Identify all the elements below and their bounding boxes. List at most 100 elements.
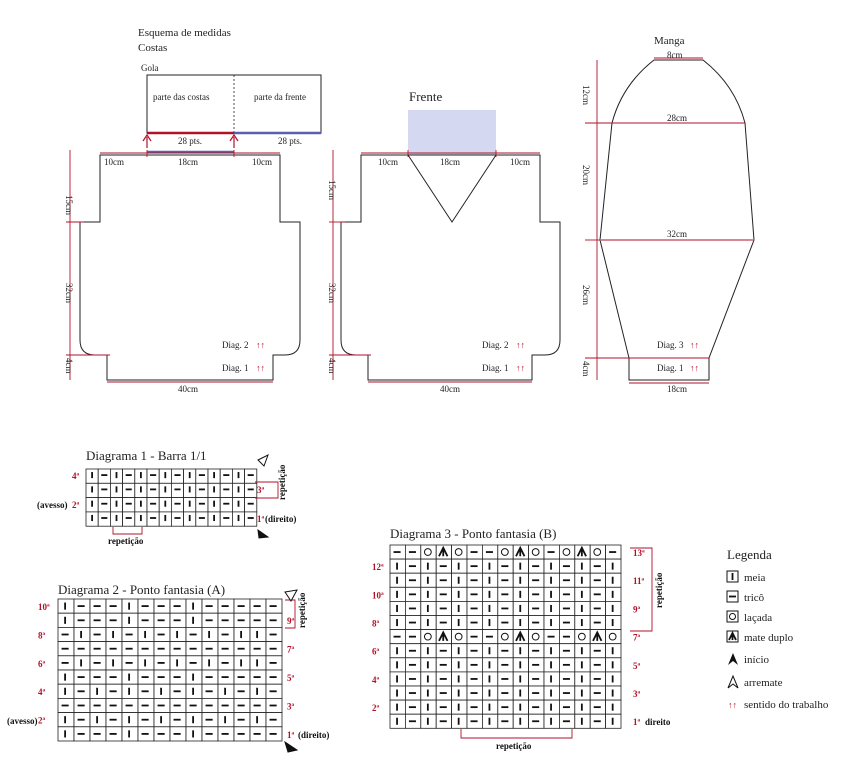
sleeve-height-4: 4cm (581, 361, 591, 377)
back-diag1-label: Diag. 1 ↑↑ (222, 363, 265, 373)
diagram1-row-label: 4ª (72, 471, 80, 481)
yarn-over-icon (454, 632, 463, 641)
double-decrease-icon (438, 630, 449, 642)
front-width-measure: 40cm (440, 384, 460, 394)
front-height-top: 15cm (327, 180, 337, 200)
work-direction-icon: ↑↑ (690, 340, 699, 350)
collar-front-part-label: parte da frente (254, 92, 306, 102)
stitch-cell (195, 497, 209, 513)
start-arrow-icon (728, 653, 738, 665)
diagram2-row-label: 9ª (287, 616, 295, 626)
knit-stitch-icon (726, 570, 739, 583)
work-direction-icon: ↑↑ (516, 340, 525, 350)
diagram2-grid (57, 598, 283, 742)
stitch-cell (451, 629, 468, 645)
stitch-cell (195, 511, 209, 527)
diagram3-row-label: 4ª (372, 675, 380, 685)
start-arrow-icon (284, 740, 299, 753)
stitch-cell (170, 482, 184, 498)
diagram1-wrong-side-label: (avesso) (37, 500, 68, 510)
svg-text:Diag. 1: Diag. 1 (482, 363, 509, 373)
diagram3-row-label: 3ª (633, 689, 641, 699)
back-height-bottom: 4cm (64, 358, 74, 374)
stitch-cell (146, 482, 160, 498)
double-decrease-icon (592, 630, 603, 642)
diagram3-row-label: 8ª (372, 619, 380, 629)
finish-arrow-icon (284, 589, 298, 602)
back-height-top: 15cm (64, 195, 74, 215)
stitch-cell (146, 497, 160, 513)
legend: Legenda meia tricô laçada mate duplo iní… (726, 547, 829, 711)
svg-text:Diag. 2: Diag. 2 (482, 340, 509, 350)
collar-stitches-left: 28 pts. (178, 136, 202, 146)
diagram3-title: Diagrama 3 - Ponto fantasia (B) (390, 526, 556, 541)
collar-back-part-label: parte das costas (153, 92, 210, 102)
stitch-cell (574, 629, 591, 645)
svg-text:Diag. 3: Diag. 3 (657, 340, 684, 350)
diagram2-repeat-vertical: repetição (297, 592, 307, 628)
diagram1-row-labels: 4ª 3ª 2ª 1ª (72, 471, 265, 524)
front-top-mid-measure: 18cm (440, 157, 460, 167)
diagram1-row-label: 1ª (257, 514, 265, 524)
stitch-cell (97, 511, 111, 527)
yarn-over-icon (500, 632, 509, 641)
diagram1-repeat-horizontal: repetição (108, 536, 144, 546)
diagram3-grid (389, 544, 622, 729)
stitch-cell (195, 482, 209, 498)
stitch-cell (528, 629, 545, 645)
stitch-cell (122, 497, 136, 513)
sleeve-height-2: 20cm (581, 165, 591, 185)
back-top-mid-measure: 18cm (178, 157, 198, 167)
finish-arrow-icon (257, 453, 269, 467)
diagram1-row-label: 3ª (257, 485, 265, 495)
svg-text:Diag. 1: Diag. 1 (222, 363, 249, 373)
stitch-cell (244, 497, 258, 513)
yarn-over-icon (562, 548, 571, 556)
yarn-over-icon (454, 548, 463, 556)
diagram3-row-label: 1ª (633, 717, 641, 727)
diagram3-repeat-vertical: repetição (654, 572, 664, 608)
yarn-over-icon (423, 548, 432, 556)
diagram3-row-label: 7ª (633, 633, 641, 643)
back-height-mid: 32cm (64, 283, 74, 303)
diagram3-repeat-horizontal: repetição (496, 741, 532, 751)
front-height-mid: 32cm (327, 283, 337, 303)
diagram2-right-side-label: (direito) (298, 730, 329, 740)
stitch-cell (244, 511, 258, 527)
sleeve-diag1-label: Diag. 1 ↑↑ (657, 363, 699, 373)
sleeve-height-1: 12cm (581, 85, 591, 105)
diagram3-row-label: 5ª (633, 661, 641, 671)
stitch-cell (219, 497, 233, 513)
diagram1-repeat-vertical: repetição (277, 464, 287, 500)
svg-text:Diag. 2: Diag. 2 (222, 340, 249, 350)
diagram3-row-label: 9ª (633, 604, 641, 614)
diagram2-row-label: 2ª (38, 716, 46, 726)
yarn-over-icon (531, 632, 540, 641)
sleeve-top-measure: 8cm (667, 50, 683, 60)
yarn-over-icon (608, 632, 617, 641)
svg-text:Diag. 1: Diag. 1 (657, 363, 684, 373)
back-top-left-measure: 10cm (104, 157, 124, 167)
diagram3-right-side-label: direito (645, 717, 671, 727)
stitch-cell (605, 629, 622, 645)
yarn-over-icon (500, 548, 509, 556)
stitch-cell (420, 629, 437, 645)
collar-piece (142, 74, 322, 154)
diagram2-row-label: 3ª (287, 701, 295, 711)
legend-label: tricô (744, 592, 765, 604)
diagram2-row-label: 6ª (38, 659, 46, 669)
front-piece-title: Frente (409, 89, 442, 104)
front-height-bottom: 4cm (327, 358, 337, 374)
legend-title: Legenda (727, 547, 772, 562)
legend-label: sentido do trabalho (744, 699, 829, 711)
double-decrease-icon (726, 630, 739, 643)
yarn-over-icon (531, 548, 540, 556)
sleeve-bottom-measure: 18cm (667, 384, 687, 394)
back-width-measure: 40cm (178, 384, 198, 394)
collar-stitches-right: 28 pts. (278, 136, 302, 146)
back-piece-outline (66, 150, 301, 383)
work-direction-icon: ↑↑ (690, 363, 699, 373)
legend-label: mate duplo (744, 632, 794, 644)
